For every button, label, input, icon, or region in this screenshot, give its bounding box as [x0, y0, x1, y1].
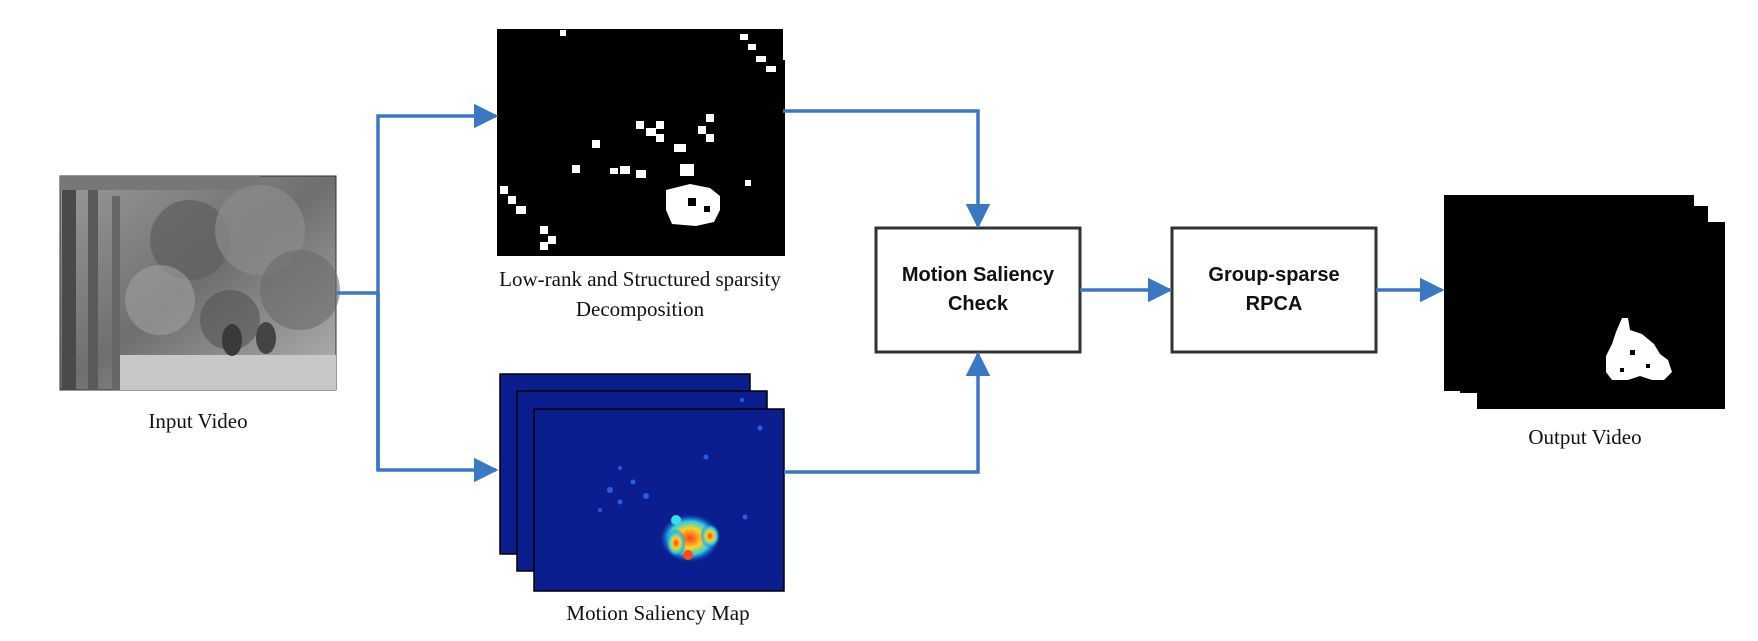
- rpca-label-line1: Group-sparse: [1208, 264, 1340, 286]
- output-frame-front: [1444, 195, 1694, 391]
- check-label-line2: Check: [947, 293, 1009, 315]
- arrow-lowrank-to-check: [783, 109, 991, 229]
- input-video-stack: [59, 175, 340, 391]
- connectors: [336, 103, 1445, 483]
- lowrank-stack: [497, 29, 785, 256]
- rpca-label-line2: RPCA: [1245, 293, 1303, 315]
- arrow-saliency-to-check: [784, 351, 991, 474]
- group-sparse-rpca-label: Group-sparse RPCA: [1172, 228, 1376, 352]
- saliency-map-stack: [499, 373, 785, 592]
- lowrank-caption: Low-rank and Structured sparsity Decompo…: [470, 264, 810, 324]
- input-frame-front: [59, 175, 340, 391]
- input-video-caption: Input Video: [148, 409, 248, 433]
- output-video-stack: [1444, 195, 1725, 409]
- lowrank-caption-line1: Low-rank and Structured sparsity: [499, 267, 781, 291]
- saliency-frame-front: [533, 398, 785, 592]
- check-label-line1: Motion Saliency: [901, 264, 1055, 286]
- saliency-map-caption: Motion Saliency Map: [566, 601, 750, 625]
- lowrank-caption-line2: Decomposition: [575, 297, 705, 321]
- motion-saliency-check-box: [874, 226, 1082, 354]
- output-video-caption: Output Video: [1528, 425, 1642, 449]
- arrow-to-saliency-map: [376, 293, 499, 483]
- motion-saliency-check-label: Motion Saliency Check: [876, 228, 1080, 352]
- lowrank-frame-front: [497, 29, 783, 256]
